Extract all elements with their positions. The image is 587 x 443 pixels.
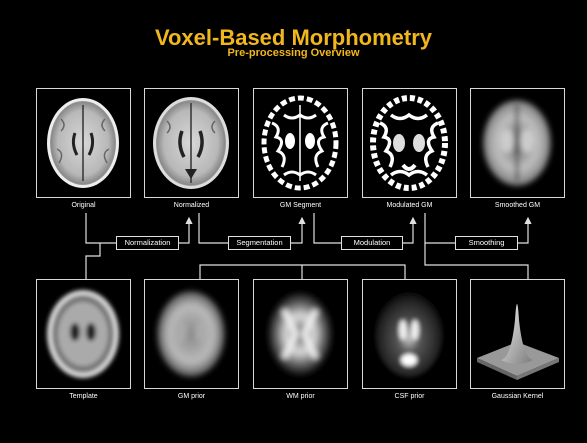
brain-mri-normalized-icon — [145, 89, 238, 197]
brain-wm-prior-icon — [254, 280, 347, 388]
brain-csf-prior-icon — [363, 280, 456, 388]
caption-wm-prior: WM prior — [248, 392, 353, 401]
panel-smoothed-gm — [470, 88, 565, 198]
panel-gm-prior — [144, 279, 239, 389]
flow-line-normalized — [199, 213, 228, 243]
flow-line-modulated — [425, 213, 455, 243]
flow-line-to-segment — [290, 218, 302, 243]
flow-line-template — [86, 243, 100, 279]
step-normalization: Normalization — [116, 236, 179, 250]
caption-modulated-gm: Modulated GM — [357, 201, 462, 210]
caption-csf-prior: CSF prior — [357, 392, 462, 401]
caption-normalized: Normalized — [139, 201, 244, 210]
flow-line-to-smoothed — [517, 218, 528, 243]
caption-original: Original — [31, 201, 136, 210]
brain-gm-segment-icon — [254, 89, 347, 197]
panel-normalized — [144, 88, 239, 198]
brain-modulated-gm-icon — [363, 89, 456, 197]
caption-smoothed-gm: Smoothed GM — [465, 201, 570, 210]
brain-template-icon — [37, 280, 130, 388]
panel-gm-segment — [253, 88, 348, 198]
step-smoothing: Smoothing — [455, 236, 518, 250]
flow-line-to-modulated — [402, 218, 413, 243]
panel-modulated-gm — [362, 88, 457, 198]
caption-gm-segment: GM Segment — [248, 201, 353, 210]
caption-template: Template — [31, 392, 136, 401]
panel-template — [36, 279, 131, 389]
flow-line-to-normalized — [178, 218, 189, 243]
brain-gm-prior-icon — [145, 280, 238, 388]
panel-gaussian-kernel — [470, 279, 565, 389]
step-modulation: Modulation — [341, 236, 403, 250]
panel-original — [36, 88, 131, 198]
flow-line-original — [86, 213, 118, 243]
brain-mri-original-icon — [37, 89, 130, 197]
panel-wm-prior — [253, 279, 348, 389]
step-segmentation: Segmentation — [228, 236, 291, 250]
brain-smoothed-gm-icon — [471, 89, 564, 197]
panel-csf-prior — [362, 279, 457, 389]
caption-gm-prior: GM prior — [139, 392, 244, 401]
flow-line-segment — [314, 213, 341, 243]
caption-gaussian-kernel: Gaussian Kernel — [465, 392, 570, 401]
gaussian-kernel-surface-icon — [471, 280, 564, 388]
